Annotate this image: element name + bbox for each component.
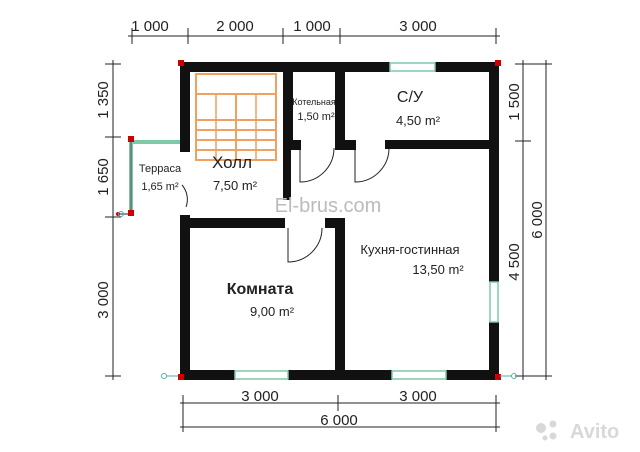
walls	[180, 62, 499, 380]
room-area: 9,00 m²	[250, 304, 295, 319]
dim-bottom-2: 3 000	[399, 388, 437, 405]
site-watermark: El-brus.com	[275, 195, 382, 217]
room-name: Комната	[227, 281, 294, 298]
dim-left-3: 3 000	[95, 281, 112, 319]
boiler-name: Котельная	[292, 97, 336, 107]
avito-watermark: Avito	[570, 421, 619, 443]
terrace-area: 1,65 m²	[141, 181, 179, 193]
corner-markers	[128, 60, 501, 380]
door-swings	[181, 147, 390, 263]
dim-right-1: 1 500	[506, 83, 523, 121]
dim-left-2: 1 650	[95, 158, 112, 196]
dim-bottom-total: 6 000	[320, 412, 358, 429]
avito-logo: Avito	[536, 420, 619, 443]
dim-left-1: 1 350	[95, 81, 112, 119]
grid-markers	[118, 211, 517, 379]
kitchen-name: Кухня-гостинная	[360, 242, 459, 257]
kitchen-area: 13,50 m²	[412, 262, 464, 277]
dim-top-3: 1 000	[293, 18, 331, 35]
dim-right-2: 4 500	[506, 243, 523, 281]
dim-right-total: 6 000	[529, 201, 546, 239]
left-dimensions: 1 350 1 650 3 000	[95, 60, 121, 380]
hall-area: 7,50 m²	[213, 178, 258, 193]
dim-top-1: 1 000	[131, 18, 169, 35]
right-dimensions: 1 500 4 500 6 000	[506, 60, 552, 380]
bottom-dimensions: 3 000 3 000 6 000	[180, 388, 500, 432]
dim-top-4: 3 000	[399, 18, 437, 35]
bathroom-name: С/У	[397, 89, 424, 106]
terrace-railing	[116, 136, 182, 216]
dim-top-2: 2 000	[216, 18, 254, 35]
hall-name: Холл	[212, 153, 252, 172]
staircase	[195, 73, 277, 161]
terrace-name: Терраса	[139, 163, 182, 175]
top-dimensions: 1 000 2 000 1 000 3 000	[128, 18, 500, 44]
dim-bottom-1: 3 000	[241, 388, 279, 405]
boiler-area: 1,50 m²	[297, 111, 335, 123]
windows	[234, 62, 499, 380]
bathroom-area: 4,50 m²	[396, 113, 441, 128]
